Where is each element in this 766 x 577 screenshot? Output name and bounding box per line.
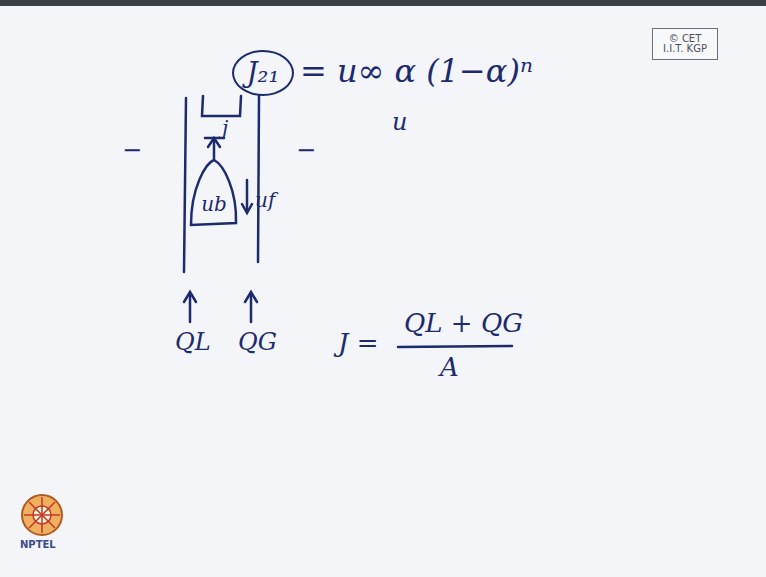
node-text: J₂₁: [247, 59, 279, 87]
fraction-numerator: QL + QG: [404, 310, 523, 336]
dash-mark: −: [122, 138, 142, 162]
bubble-shape: ub: [188, 157, 240, 229]
equation-rhs: = u∞ α (1−α)ⁿ: [300, 55, 533, 87]
velocity-label: uf: [255, 190, 275, 210]
equation-lhs: J =: [338, 330, 378, 356]
fraction-denominator: A: [440, 354, 459, 380]
flow-label: QG: [238, 330, 277, 354]
circled-term: J₂₁: [232, 50, 294, 96]
node-text: ub: [201, 194, 227, 215]
logo-text: NPTEL: [20, 540, 56, 550]
nptel-logo: [22, 495, 62, 535]
copyright-box: © CET I.I.T. KGP: [652, 28, 718, 60]
node-text: © CET I.I.T. KGP: [659, 34, 711, 55]
flow-label: QL: [175, 330, 211, 354]
dash-mark: −: [296, 138, 316, 162]
velocity-label: u: [392, 110, 407, 134]
whiteboard: [0, 6, 766, 577]
velocity-label: j: [222, 118, 228, 138]
